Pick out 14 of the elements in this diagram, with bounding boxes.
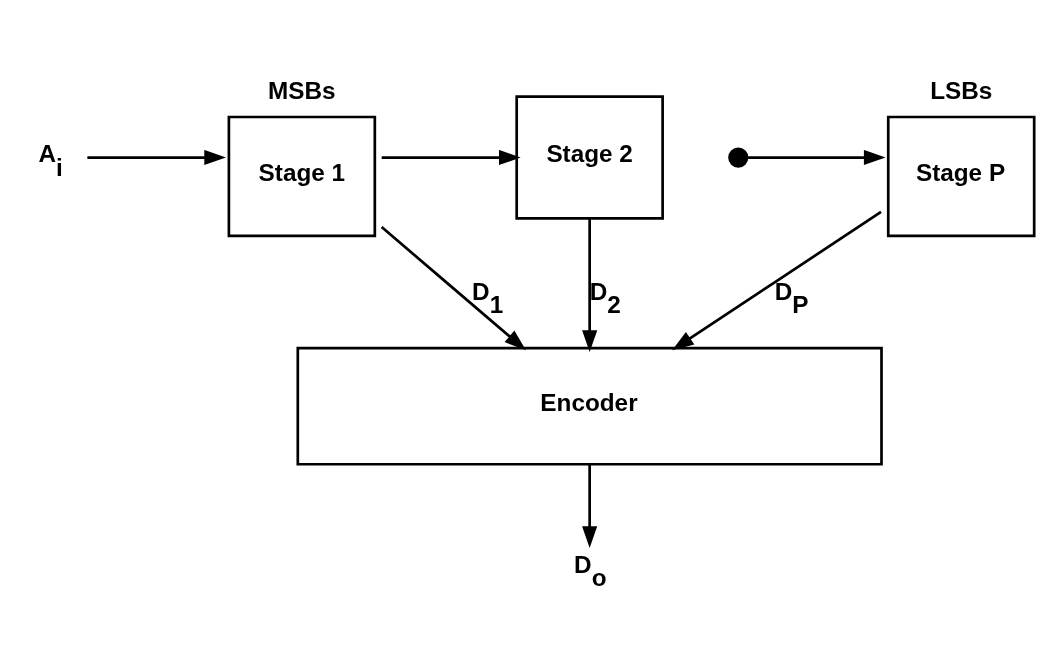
arrow: [380, 226, 526, 351]
arrow: [672, 210, 882, 351]
node-circle: [728, 147, 749, 168]
arrow: [582, 218, 598, 352]
node-box: Encoder: [296, 346, 883, 466]
arrow: [381, 149, 521, 166]
node-box: Stage P: [886, 115, 1036, 238]
arrow: [87, 149, 226, 166]
node-label: LSBs: [930, 76, 993, 104]
arrow: [747, 149, 886, 166]
node-box: Stage 2: [515, 95, 664, 220]
arrow: [582, 464, 598, 548]
node-label: MSBs: [268, 76, 336, 104]
node-box: Stage 1: [227, 115, 377, 238]
